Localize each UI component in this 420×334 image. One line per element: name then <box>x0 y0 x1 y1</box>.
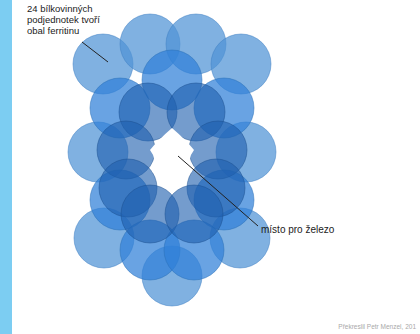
iron-cavity <box>150 128 194 190</box>
cavity-label: místo pro železo <box>261 224 334 236</box>
side-bar <box>0 0 12 334</box>
leader-line <box>178 156 258 226</box>
leader-line <box>82 42 108 62</box>
inner-subunits <box>97 83 247 243</box>
middle-subunits <box>90 50 254 280</box>
outer-subunits <box>68 14 276 306</box>
watermark: Překreslil Petr Menzel, 201 <box>338 323 416 330</box>
subunit-label: 24 bílkovinných podjednotek tvoří obal f… <box>27 4 113 37</box>
